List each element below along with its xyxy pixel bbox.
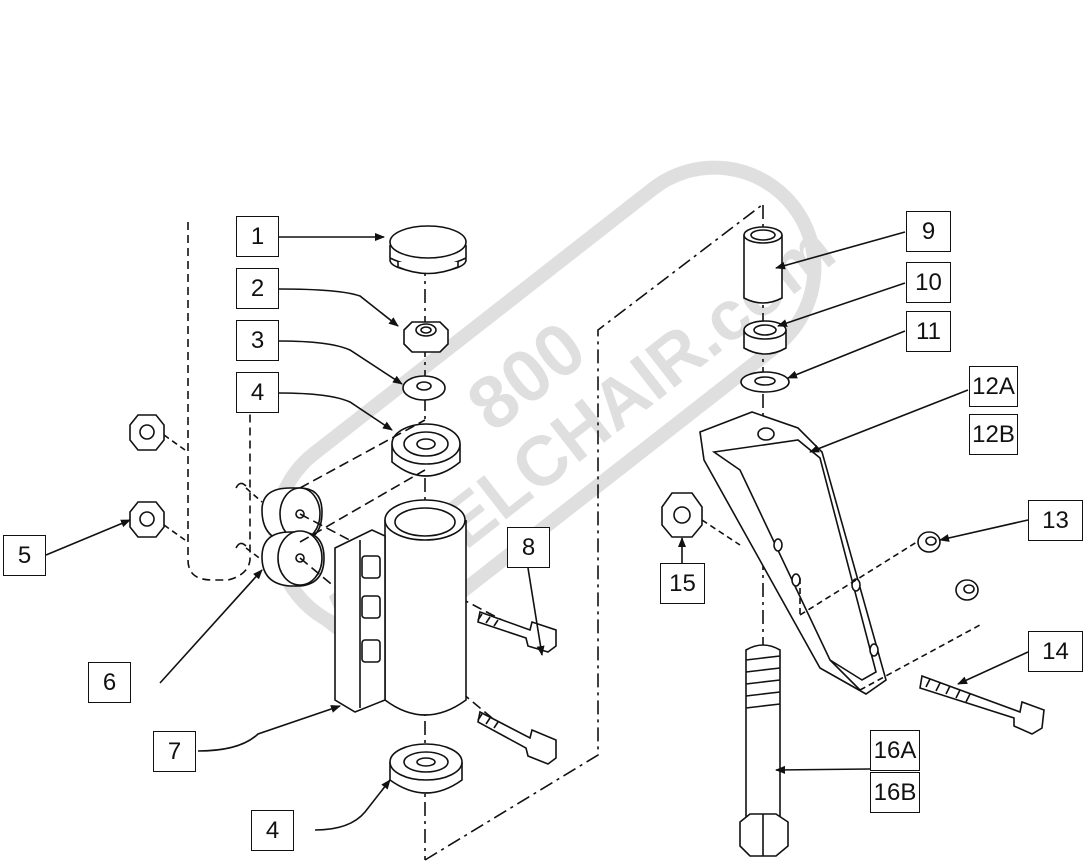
callout-15: 15: [660, 563, 705, 604]
callout-11: 11: [906, 311, 951, 352]
callout-1: 1: [236, 216, 279, 257]
bolt-part-8-upper: [477, 610, 557, 653]
watermark: 800 WHEELCHAIR.com: [268, 160, 849, 663]
bolt-part-8-lower: [477, 710, 557, 765]
callout-16a: 16A: [870, 730, 920, 771]
callout-8: 8: [507, 527, 550, 568]
callout-7: 7: [153, 731, 196, 772]
callout-4-bottom: 4: [251, 810, 294, 851]
bolt-part-14: [919, 674, 1045, 735]
callout-13: 13: [1028, 500, 1083, 541]
nut-part-2: [403, 321, 449, 353]
callout-14: 14: [1028, 631, 1083, 672]
cap-part-1: [389, 225, 467, 275]
callout-16b: 16B: [870, 772, 920, 813]
bearing-part-4-bottom: [389, 743, 463, 794]
callout-4-top: 4: [236, 372, 279, 413]
nut-part-15: [661, 492, 703, 538]
callout-3: 3: [236, 320, 279, 361]
spacer-part-13-a: [917, 531, 941, 553]
spacer-part-13-b: [955, 579, 979, 601]
housing-part-7: [334, 499, 467, 716]
callout-9: 9: [906, 211, 951, 252]
callout-6: 6: [88, 662, 131, 703]
spacer-part-10: [743, 320, 787, 355]
spacer-part-9: [743, 226, 783, 304]
bracket-part-12: [699, 411, 887, 695]
nut-part-5-lower: [129, 501, 165, 538]
bearing-part-4-top: [391, 423, 461, 477]
washer-part-3: [402, 375, 446, 401]
bushing-part-6-lower: [261, 530, 325, 587]
shaft-bolt-part-16: [739, 644, 789, 857]
washer-part-11: [740, 371, 790, 393]
callout-12b: 12B: [969, 414, 1018, 455]
callout-10: 10: [906, 262, 951, 303]
callout-12a: 12A: [969, 366, 1018, 407]
callout-2: 2: [236, 268, 279, 309]
callout-5: 5: [3, 535, 46, 576]
nut-part-5-upper: [129, 414, 165, 451]
